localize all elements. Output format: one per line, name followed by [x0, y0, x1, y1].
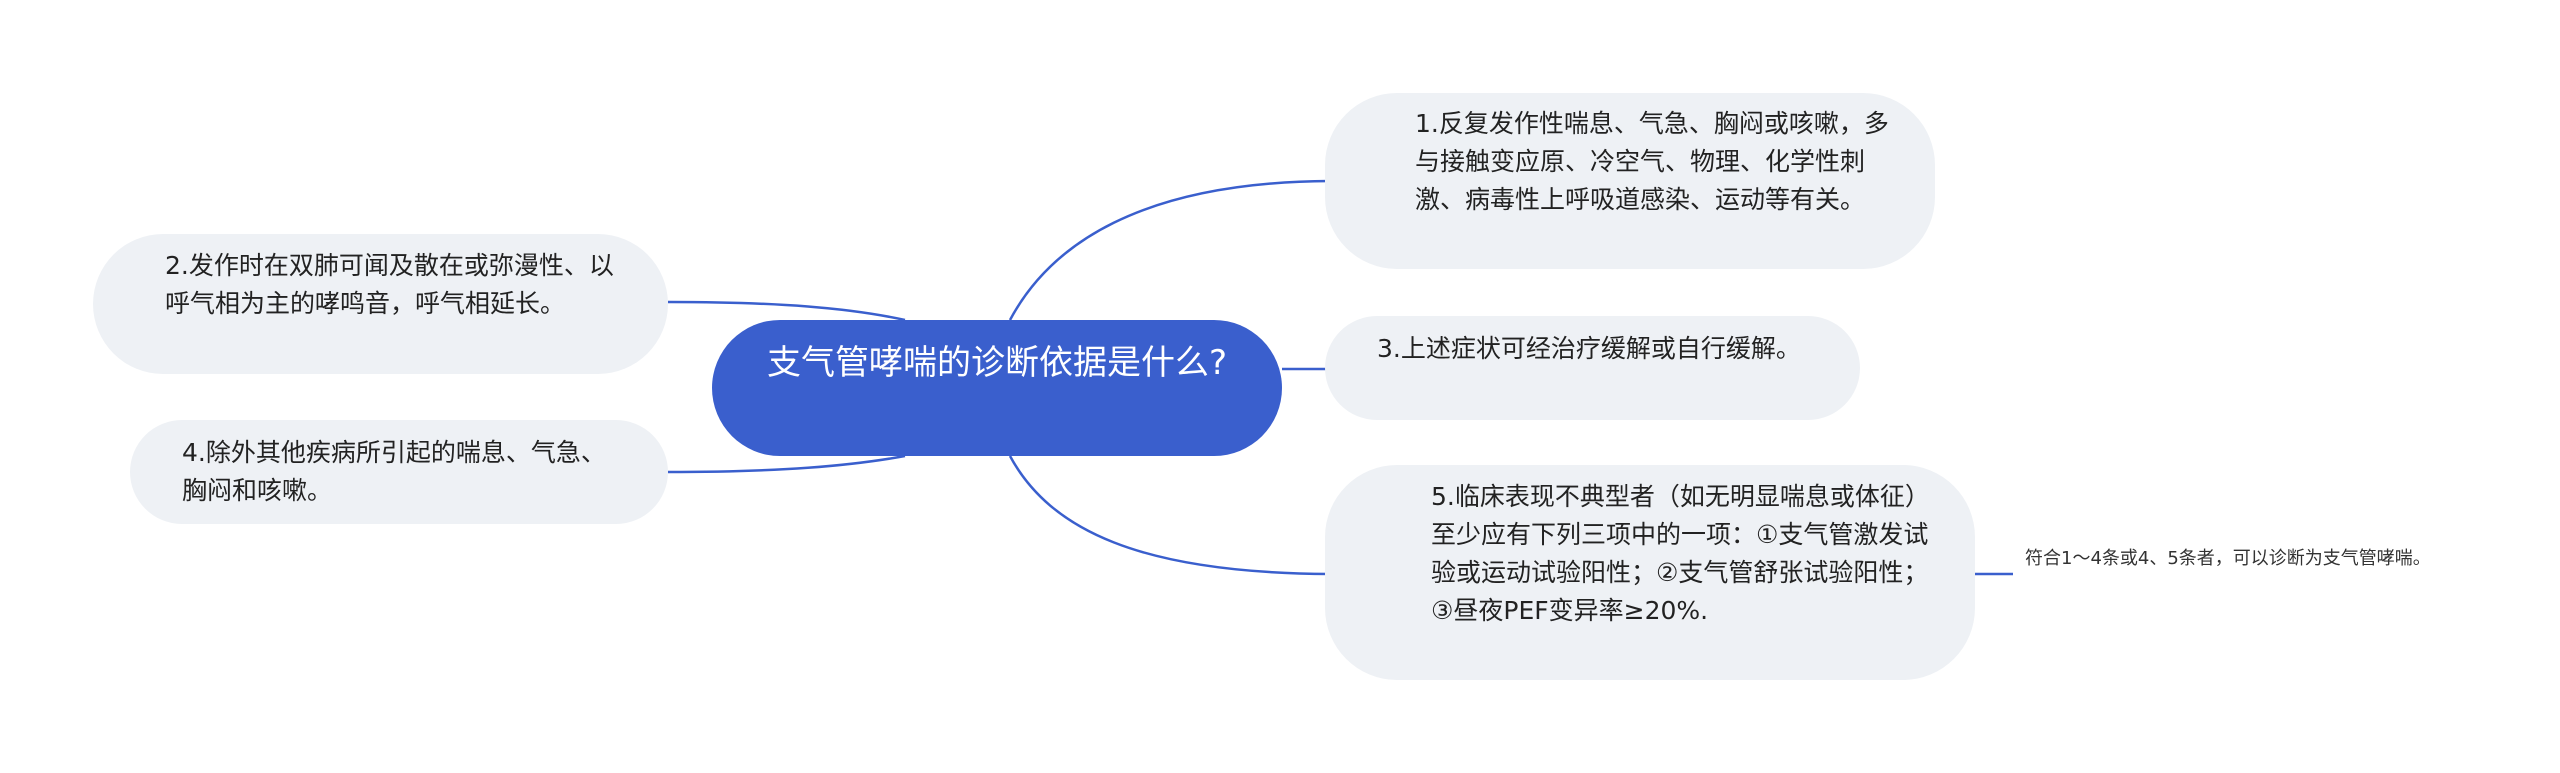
topic-node-3[interactable]: 3.上述症状可经治疗缓解或自行缓解。: [1325, 316, 1860, 420]
topic-node-4-text: 4.除外其他疾病所引起的喘息、气急、胸闷和咳嗽。: [182, 438, 606, 505]
sub-topic-note-text: 符合1～4条或4、5条者，可以诊断为支气管哮喘。: [2025, 548, 2431, 569]
topic-node-5-text: 5.临床表现不典型者（如无明显喘息或体征）至少应有下列三项中的一项：①支气管激发…: [1431, 482, 1930, 625]
topic-node-4[interactable]: 4.除外其他疾病所引起的喘息、气急、胸闷和咳嗽。: [130, 420, 668, 524]
connector-root-to-node-5: [1008, 455, 1331, 576]
root-topic-label: 支气管哮喘的诊断依据是什么?: [766, 343, 1228, 383]
topic-node-1-text: 1.反复发作性喘息、气急、胸闷或咳嗽，多与接触变应原、冷空气、物理、化学性刺激、…: [1415, 109, 1889, 214]
topic-node-2-text: 2.发作时在双肺可闻及散在或弥漫性、以呼气相为主的哮鸣音，呼气相延长。: [165, 251, 614, 318]
topic-node-1[interactable]: 1.反复发作性喘息、气急、胸闷或咳嗽，多与接触变应原、冷空气、物理、化学性刺激、…: [1325, 93, 1935, 269]
connector-root-to-node-2: [667, 300, 906, 322]
connector-root-to-node-4: [667, 454, 906, 474]
connector-root-to-node-1: [1008, 179, 1331, 321]
sub-topic-note[interactable]: 符合1～4条或4、5条者，可以诊断为支气管哮喘。: [2025, 545, 2495, 572]
topic-node-5[interactable]: 5.临床表现不典型者（如无明显喘息或体征）至少应有下列三项中的一项：①支气管激发…: [1325, 465, 1975, 680]
root-topic[interactable]: 支气管哮喘的诊断依据是什么?: [712, 320, 1282, 456]
topic-node-2[interactable]: 2.发作时在双肺可闻及散在或弥漫性、以呼气相为主的哮鸣音，呼气相延长。: [93, 234, 668, 374]
topic-node-3-text: 3.上述症状可经治疗缓解或自行缓解。: [1377, 334, 1801, 363]
